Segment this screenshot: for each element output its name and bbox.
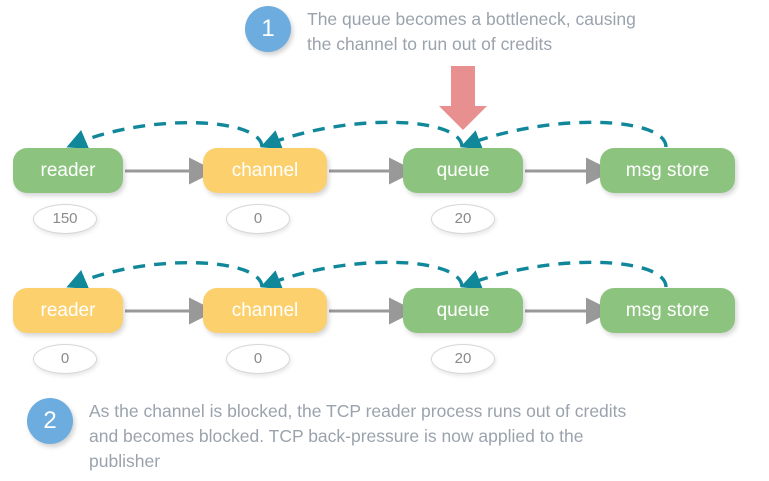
node-label: reader [40, 160, 96, 181]
node-reader-row-1[interactable]: reader [13, 148, 123, 193]
credits-pill-channel-row-1: 0 [226, 204, 290, 234]
pipeline-row-2: reader 0 channel 0 queue 20 msg store [0, 288, 769, 374]
node-label: msg store [625, 160, 710, 181]
credit-flow-arc-group-row-2 [66, 260, 668, 290]
node-label: reader [40, 300, 96, 321]
node-msg-store-row-1[interactable]: msg store [600, 148, 735, 193]
node-label: queue [436, 300, 490, 321]
callout-2-badge: 2 [27, 398, 73, 444]
credits-pill-queue-row-1: 20 [431, 204, 495, 234]
callout-1-text: The queue becomes a bottleneck, causing … [307, 9, 636, 54]
credits-pill-channel-row-2: 0 [226, 344, 290, 374]
node-msg-store-row-2[interactable]: msg store [600, 288, 735, 333]
node-queue-row-1[interactable]: queue [403, 148, 523, 193]
pipeline-row-1: reader 150 channel 0 queue 20 msg store [0, 148, 769, 234]
node-channel-row-1[interactable]: channel [203, 148, 327, 193]
node-label: queue [436, 160, 490, 181]
node-reader-row-2[interactable]: reader [13, 288, 123, 333]
callout-2-text: As the channel is blocked, the TCP reade… [89, 401, 627, 471]
credit-flow-arc [260, 120, 464, 150]
node-channel-row-2[interactable]: channel [203, 288, 327, 333]
node-label: channel [231, 300, 299, 321]
credits-pill-reader-row-2: 0 [33, 344, 97, 374]
credits-pill-queue-row-2: 20 [431, 344, 495, 374]
credits-pill-reader-row-1: 150 [33, 204, 97, 234]
node-label: channel [231, 160, 299, 181]
callout-1-badge: 1 [245, 6, 291, 52]
red-down-arrow [439, 66, 487, 130]
callout-1: 1 The queue becomes a bottleneck, causin… [245, 6, 765, 57]
credit-flow-arc [260, 260, 464, 290]
callout-2: 2 As the channel is blocked, the TCP rea… [27, 398, 747, 474]
credit-flow-arc-group-row-1 [66, 120, 668, 150]
credit-flow-arc [460, 260, 668, 290]
node-label: msg store [625, 300, 710, 321]
credit-flow-arc [460, 120, 668, 150]
credit-flow-arc [66, 261, 264, 289]
credit-flow-arc [66, 121, 264, 149]
node-queue-row-2[interactable]: queue [403, 288, 523, 333]
